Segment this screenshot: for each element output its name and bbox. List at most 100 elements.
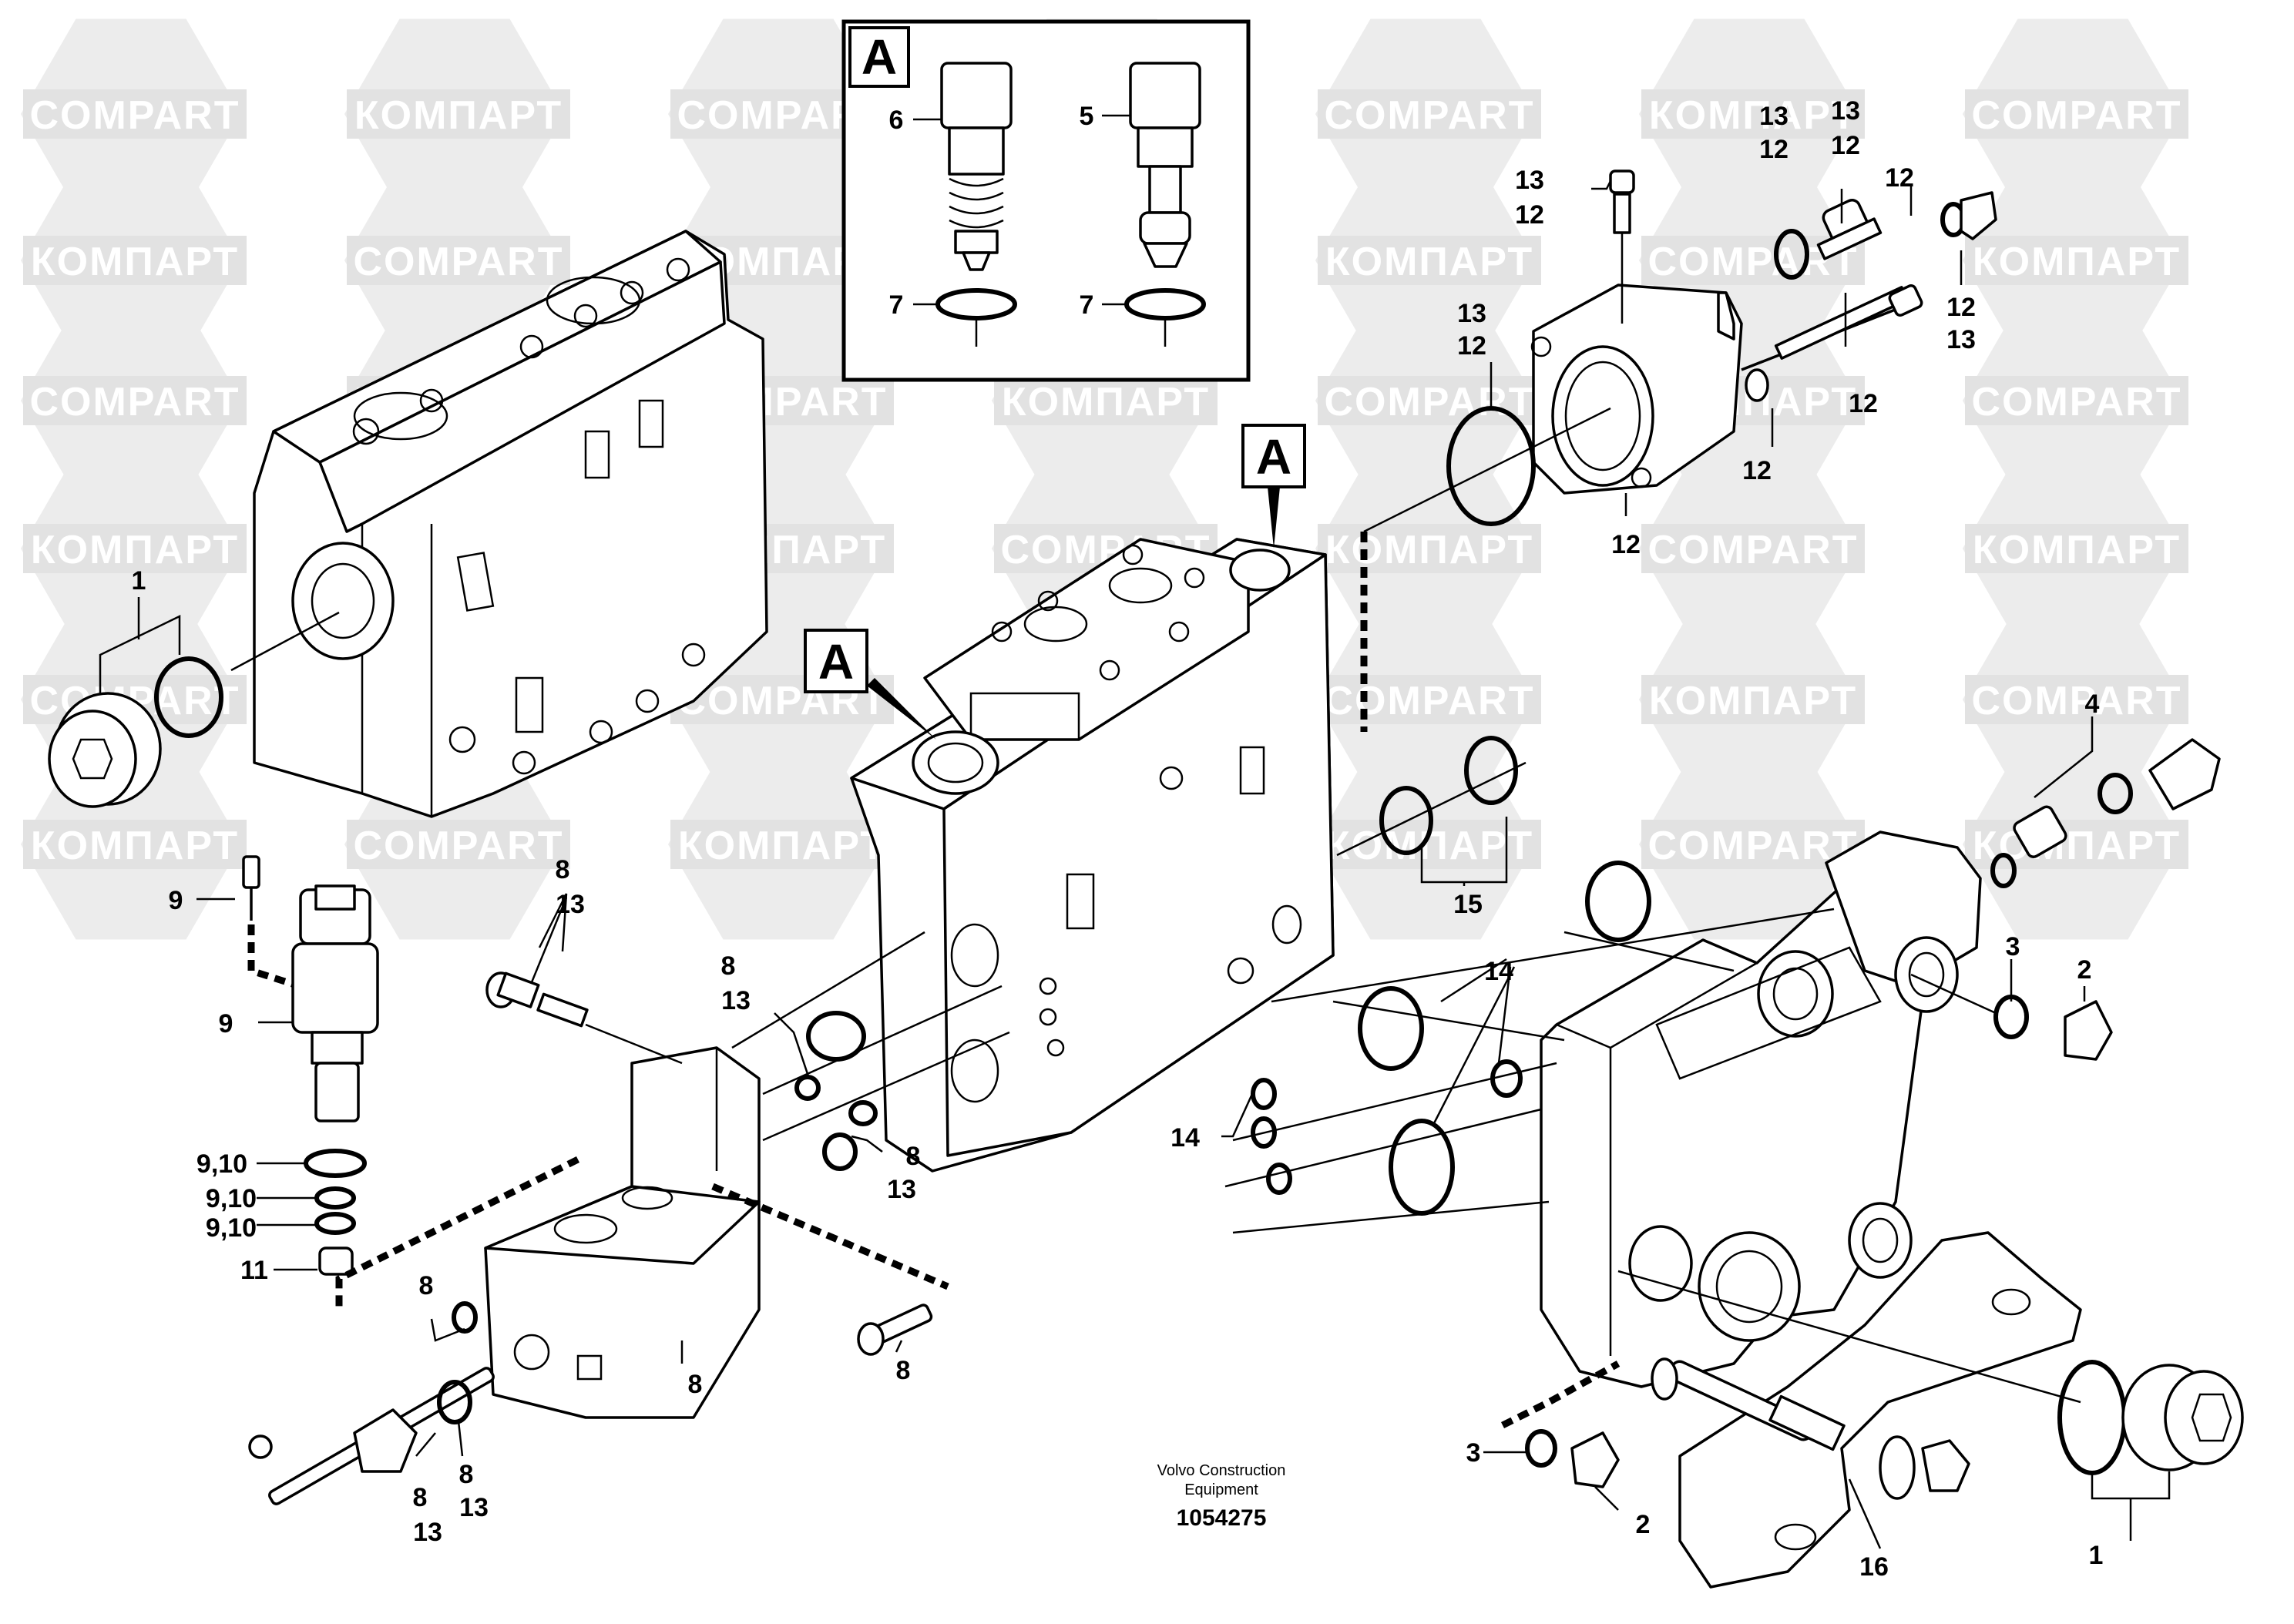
label-12: 12 xyxy=(1611,530,1641,559)
watermark-text: COMPART xyxy=(29,93,240,138)
label-12: 12 xyxy=(1831,131,1860,160)
label-13: 13 xyxy=(413,1518,442,1547)
watermark-text: КОМПАРТ xyxy=(1649,93,1857,138)
watermark-text: КОМПАРТ xyxy=(31,1581,239,1620)
watermark-band xyxy=(1318,236,1541,285)
center-valve-block xyxy=(850,538,1335,1173)
label-12: 12 xyxy=(1946,293,1976,322)
watermark-band xyxy=(1318,89,1541,139)
label-8: 8 xyxy=(459,1460,474,1489)
watermark-text: КОМПАРТ xyxy=(354,93,563,138)
label-16: 16 xyxy=(1859,1552,1889,1582)
detail-box-label: A xyxy=(862,29,897,85)
label-13: 13 xyxy=(1759,102,1789,131)
watermark-band xyxy=(23,376,247,425)
label-8: 8 xyxy=(556,855,570,884)
watermark-band xyxy=(23,524,247,573)
watermark-band xyxy=(1641,675,1865,724)
watermark-band xyxy=(347,236,570,285)
watermark-band xyxy=(1965,236,2188,285)
part-number-labels: 1 1 2 2 3 3 4 8 13 8 13 8 13 8 8 8 8 13 … xyxy=(132,96,2104,1582)
watermark-band xyxy=(1641,524,1865,573)
label-12: 12 xyxy=(1515,200,1544,230)
label-12: 12 xyxy=(1885,163,1914,193)
watermark-text: COMPART xyxy=(1647,528,1858,572)
watermark-text: COMPART xyxy=(1324,679,1534,723)
label-2: 2 xyxy=(2077,955,2092,985)
connection-lines xyxy=(731,931,1010,1171)
label-13: 13 xyxy=(556,890,585,919)
watermark-text: COMPART xyxy=(29,380,240,424)
watermark-band xyxy=(23,236,247,285)
watermark-text: КОМПАРТ xyxy=(1973,1581,2181,1620)
watermark-text: COMPART xyxy=(1324,93,1534,138)
detail-label-6: 6 xyxy=(889,106,904,135)
watermark-text: COMPART xyxy=(353,824,563,868)
detail-box-a: A 6 7 5 7 xyxy=(841,19,1251,382)
callout-letter: A xyxy=(818,634,854,690)
watermark-band xyxy=(23,89,247,139)
watermark-band xyxy=(1965,820,2188,869)
watermark-text: COMPART xyxy=(1971,93,2181,138)
watermark-band xyxy=(347,820,570,869)
watermark-band xyxy=(1965,376,2188,425)
watermark-text: КОМПАРТ xyxy=(678,1581,886,1620)
watermark-band xyxy=(1641,89,1865,139)
document-number: 1054275 xyxy=(1177,1505,1267,1531)
watermark-text: COMPART xyxy=(1324,380,1534,424)
label-12: 12 xyxy=(1457,331,1486,361)
label-14: 14 xyxy=(1484,957,1513,986)
watermark-text: COMPART xyxy=(1000,1581,1211,1620)
label-13: 13 xyxy=(1457,299,1486,328)
watermark-text: COMPART xyxy=(353,1581,563,1620)
callout-letter: A xyxy=(1256,429,1291,485)
watermark-text: COMPART xyxy=(1971,380,2181,424)
watermark-text: КОМПАРТ xyxy=(1002,380,1210,424)
callout-a-center-left: A xyxy=(804,629,936,740)
label-8: 8 xyxy=(721,951,736,981)
watermark-text: COMPART xyxy=(353,240,563,284)
watermark-band xyxy=(994,376,1218,425)
label-2: 2 xyxy=(1636,1510,1651,1539)
watermark-text: КОМПАРТ xyxy=(678,824,886,868)
watermark-band xyxy=(23,820,247,869)
right-bracket-assembly xyxy=(1224,738,2244,1589)
leader-lines xyxy=(415,185,2094,1549)
watermark-text: COMPART xyxy=(1647,824,1858,868)
label-1: 1 xyxy=(132,566,146,596)
label-13: 13 xyxy=(459,1493,489,1522)
watermark-text: КОМПАРТ xyxy=(31,824,239,868)
label-9: 9 xyxy=(169,886,183,915)
detail-label-5: 5 xyxy=(1080,102,1094,131)
label-15: 15 xyxy=(1453,890,1483,919)
watermark-text: КОМПАРТ xyxy=(1973,240,2181,284)
detail-label-7: 7 xyxy=(1080,290,1094,320)
left-valve-block xyxy=(253,230,768,818)
watermark-text: COMPART xyxy=(1647,1581,1858,1620)
label-3: 3 xyxy=(2006,932,2020,961)
watermark-band xyxy=(1965,524,2188,573)
watermark-text: КОМПАРТ xyxy=(1649,679,1857,723)
watermark-text: COMPART xyxy=(1971,679,2181,723)
watermark-band xyxy=(1318,524,1541,573)
label-8: 8 xyxy=(419,1271,434,1300)
mount-block-8 xyxy=(248,971,949,1505)
label-13: 13 xyxy=(1946,325,1976,354)
label-8: 8 xyxy=(688,1370,703,1399)
label-13: 13 xyxy=(887,1175,916,1204)
callout-a-top-right: A xyxy=(1241,424,1306,549)
watermark-text: КОМПАРТ xyxy=(1325,240,1533,284)
watermark-band xyxy=(1318,675,1541,724)
left-plug-assembly xyxy=(48,597,340,808)
watermark-text: КОМПАРТ xyxy=(31,240,239,284)
watermark-band xyxy=(670,820,894,869)
orings-14-15 xyxy=(1221,736,1651,1216)
credit-block: Volvo Construction Equipment 1054275 xyxy=(1157,1462,1286,1531)
label-13: 13 xyxy=(721,986,751,1015)
label-9: 9 xyxy=(219,1009,233,1038)
label-12: 12 xyxy=(1849,389,1878,418)
label-1: 1 xyxy=(2089,1541,2104,1570)
label-9-10: 9,10 xyxy=(206,1213,257,1243)
watermark-band xyxy=(1318,376,1541,425)
